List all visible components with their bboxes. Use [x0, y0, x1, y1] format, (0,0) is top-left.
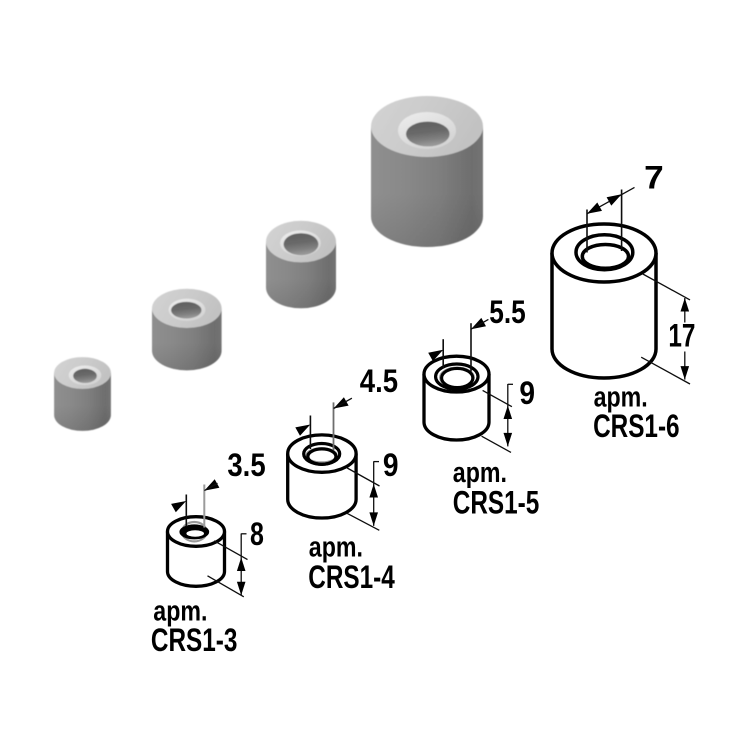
svg-text:4.5: 4.5 — [360, 364, 398, 399]
svg-text:apm.: apm. — [153, 594, 207, 627]
svg-text:CRS1-5: CRS1-5 — [453, 485, 539, 521]
svg-text:8: 8 — [250, 517, 264, 553]
svg-text:apm.: apm. — [453, 455, 507, 488]
svg-text:CRS1-3: CRS1-3 — [151, 623, 237, 659]
svg-text:7: 7 — [644, 161, 664, 196]
svg-text:17: 17 — [668, 318, 695, 354]
svg-text:apm.: apm. — [594, 380, 648, 413]
svg-text:9: 9 — [519, 376, 535, 411]
svg-text:5.5: 5.5 — [489, 296, 525, 331]
svg-text:apm.: apm. — [309, 530, 363, 563]
svg-text:CRS1-6: CRS1-6 — [593, 409, 679, 445]
svg-text:3.5: 3.5 — [227, 448, 265, 483]
svg-text:CRS1-4: CRS1-4 — [308, 560, 395, 596]
svg-text:9: 9 — [383, 448, 399, 483]
